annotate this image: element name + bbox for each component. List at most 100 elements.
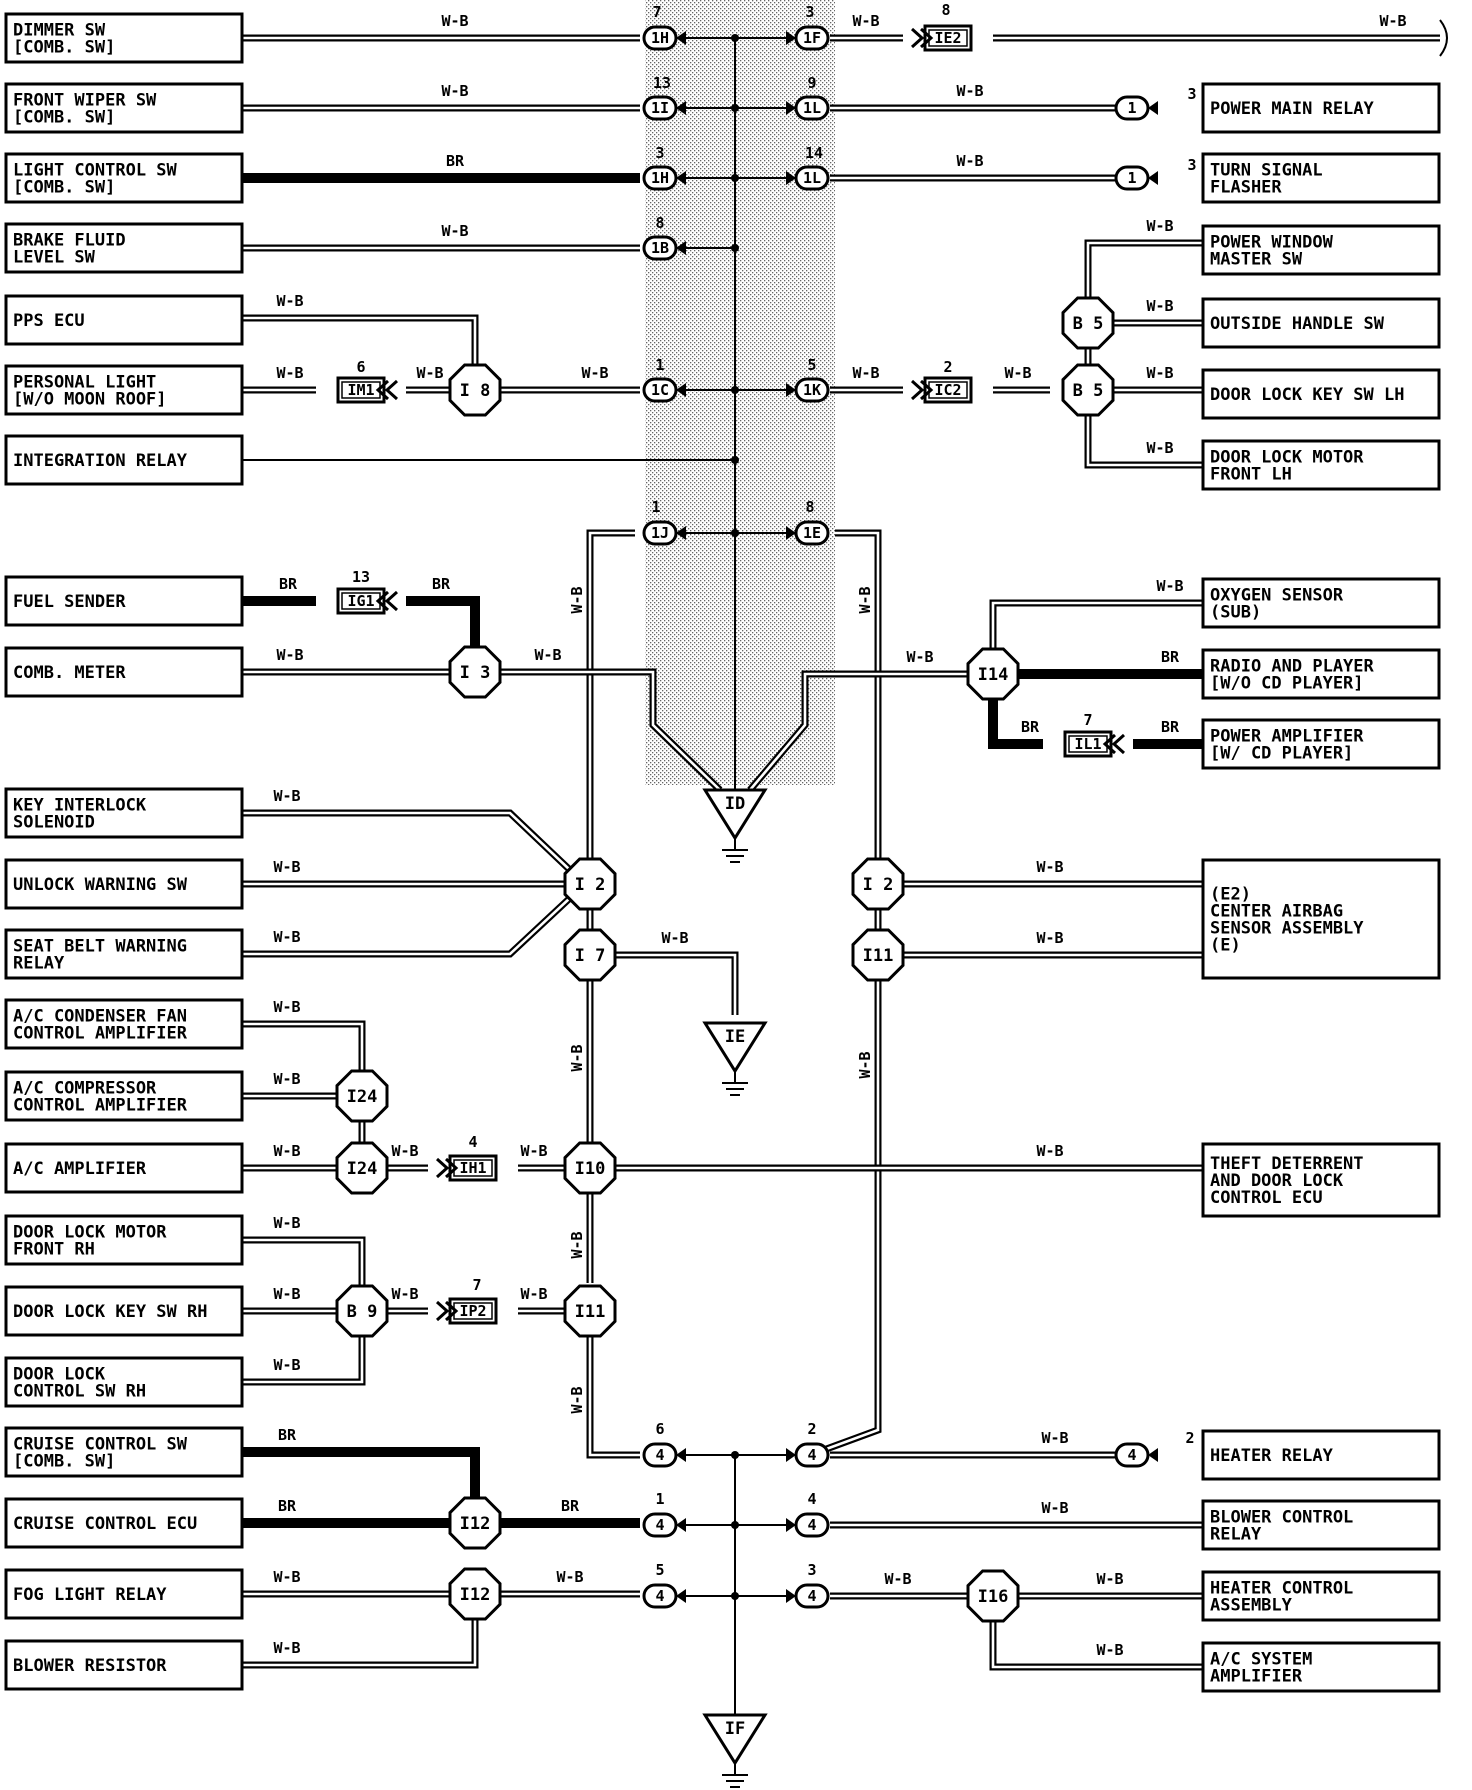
component-label: POWER AMPLIFIER [1210,727,1364,747]
wire-color-label: W-B [520,1142,547,1160]
pin-number: 2 [807,1420,816,1438]
component-label: UNLOCK WARNING SW [13,875,188,895]
component-label: [W/O CD PLAYER] [1210,674,1364,694]
component-label: FOG LIGHT RELAY [13,1585,167,1605]
wb-wire [615,951,739,1015]
component-label: OXYGEN SENSOR [1210,586,1344,606]
connector-c1_turn: 1 [1114,165,1158,191]
junction-connector-i11b: I11 [563,1284,617,1338]
component-door-lock-key-lh: DOOR LOCK KEY SW LH [1201,368,1441,420]
ground-point-f: IF [702,1713,768,1788]
wire-color-label: W-B [1146,217,1173,235]
wire-color-label: W-B [856,586,874,613]
connector-c1c: 1C [642,377,686,403]
wb-wire [586,529,635,862]
component-light-control-sw: LIGHT CONTROL SW[COMB. SW] [4,152,244,204]
component-label: HEATER CONTROL [1210,1579,1353,1599]
connector-label: 1L [803,169,821,187]
wire-color-label: W-B [556,1568,583,1586]
wire-color-label: W-B [273,787,300,805]
junction-connector-i14: I14 [966,647,1020,701]
component-label: HEATER RELAY [1210,1446,1334,1466]
component-label: CONTROL AMPLIFIER [13,1096,188,1116]
component-label: SENSOR ASSEMBLY [1210,919,1364,939]
component-comb-meter: COMB. METER [4,646,244,698]
pin-number: 3 [1187,156,1196,174]
component-label: DOOR LOCK MOTOR [1210,448,1364,468]
wire-color-label: W-B [276,364,303,382]
component-heater-relay: HEATER RELAY [1201,1429,1441,1481]
component-label: [W/O MOON ROOF] [13,390,167,410]
wire-color-label: W-B [391,1142,418,1160]
pin-number: 1 [655,356,664,374]
component-label: MASTER SW [1210,250,1303,270]
component-integration-relay: INTEGRATION RELAY [4,434,244,486]
component-label: FLASHER [1210,178,1282,198]
pin-number: 9 [807,74,816,92]
connector-c1h_mid: 1H [642,165,686,191]
junction-connector-i12b: I12 [448,1567,502,1621]
wire-color-label: W-B [273,1356,300,1374]
wire-color-label: W-B [1096,1570,1123,1588]
junction-connector-i12a: I12 [448,1496,502,1550]
component-label: [COMB. SW] [13,38,115,58]
connector-c4_r3: 4 [786,1583,830,1609]
wire-color-label: BR [1021,718,1040,736]
component-label: LIGHT CONTROL SW [13,161,178,181]
connector-label: 1C [651,381,669,399]
component-blower-resistor: BLOWER RESISTOR [4,1639,244,1691]
inline-connector-label: IP2 [459,1302,486,1320]
component-label: SEAT BELT WARNING [13,937,187,957]
junction-label: I12 [460,1514,491,1534]
wire-color-label: W-B [520,1285,547,1303]
pin-number: 5 [807,356,816,374]
wb-wire [586,1336,640,1459]
wb-wire [1084,415,1203,469]
br-wire [242,1447,480,1498]
inline-connector-label: IM1 [347,381,374,399]
component-label: DOOR LOCK KEY SW LH [1210,385,1404,405]
pin-number: 4 [468,1133,477,1151]
connector-c1f: 1F [786,25,830,51]
connector-label: 4 [807,1446,816,1464]
junction-label: I11 [575,1302,606,1322]
component-personal-light: PERSONAL LIGHT[W/O MOON ROOF] [4,364,244,416]
component-label: A/C CONDENSER FAN [13,1007,187,1027]
ground-point-e: IE [702,1021,768,1096]
wire-color-label: W-B [852,364,879,382]
junction-label: I 7 [575,946,606,966]
component-oxygen-sensor: OXYGEN SENSOR(SUB) [1201,577,1441,629]
component-label: FRONT WIPER SW [13,91,157,111]
junction-label: B 5 [1073,381,1104,401]
connector-c1j: 1J [642,520,686,546]
pin-number: 8 [655,214,664,232]
connector-c1_power_main: 1 [1114,95,1158,121]
junction-connector-i2b: I 2 [851,857,905,911]
wire-color-label: W-B [276,292,303,310]
inline-connector-label: IH1 [459,1159,486,1177]
wire-color-label: BR [432,575,451,593]
wire-color-label: BR [278,1426,297,1444]
pin-number: 4 [807,1490,816,1508]
wire-color-label: W-B [1096,1641,1123,1659]
wire-color-label: W-B [884,1570,911,1588]
component-label: AMPLIFIER [1210,1667,1303,1687]
pin-number: 3 [807,1561,816,1579]
wb-wire [989,1621,1203,1671]
component-label: COMB. METER [13,663,126,683]
connector-label: 1H [651,169,669,187]
connector-label: 1B [651,239,669,257]
junction-label: B 5 [1073,314,1104,334]
wb-wire [242,809,573,873]
junction-connector-i24b: I24 [335,1141,389,1195]
wb-wire [242,1236,366,1286]
component-label: A/C SYSTEM [1210,1650,1312,1670]
pin-number: 3 [1187,85,1196,103]
